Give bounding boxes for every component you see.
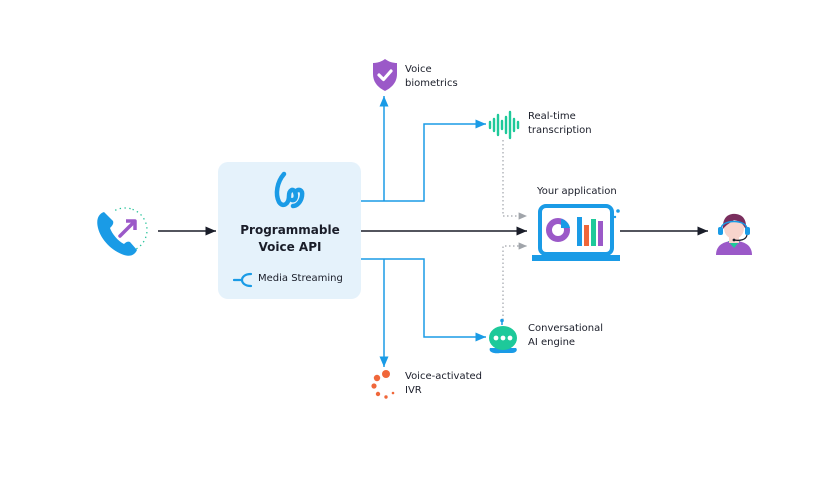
media-streaming-label: Media Streaming [258,273,343,284]
media-streaming-icon [232,272,255,288]
dotted-transcription-to-app [502,140,527,220]
voice-biometrics-line1: Voice [405,64,432,75]
voice-biometrics-label: Voice biometrics [405,63,458,91]
branch-top [361,119,486,202]
api-title-line2: Voice API [258,240,322,254]
api-title: Programmable Voice API [218,222,355,256]
loading-dots-icon [370,369,400,401]
twilio-voice-logo-icon [273,170,309,210]
your-application-label: Your application [537,186,617,197]
voice-biometrics-line2: biometrics [405,78,458,89]
ivr-line1: Voice-activated [405,371,483,382]
laptop-dashboard-icon [530,203,622,263]
transcription-label: Real-time transcription [528,110,592,138]
caller [92,206,152,258]
conversational-ai-line2: AI engine [528,337,576,348]
dotted-ai-to-app [502,242,527,320]
branch-bottom [361,258,486,342]
api-title-line1: Programmable [240,223,340,237]
conversational-ai-label: Conversational AI engine [528,322,603,350]
ivr-line2: IVR [405,385,422,396]
transcription-line1: Real-time [528,111,576,122]
phone-outgoing-icon [92,206,148,258]
shield-check-icon [371,58,399,92]
support-agent-icon [712,211,756,255]
chat-bot-icon [486,318,522,356]
ivr-label: Voice-activated IVR [405,370,482,398]
conversational-ai-line1: Conversational [528,323,604,334]
transcription-line2: transcription [528,125,592,136]
programmable-voice-api-box [218,162,361,299]
soundwave-icon [488,110,522,140]
